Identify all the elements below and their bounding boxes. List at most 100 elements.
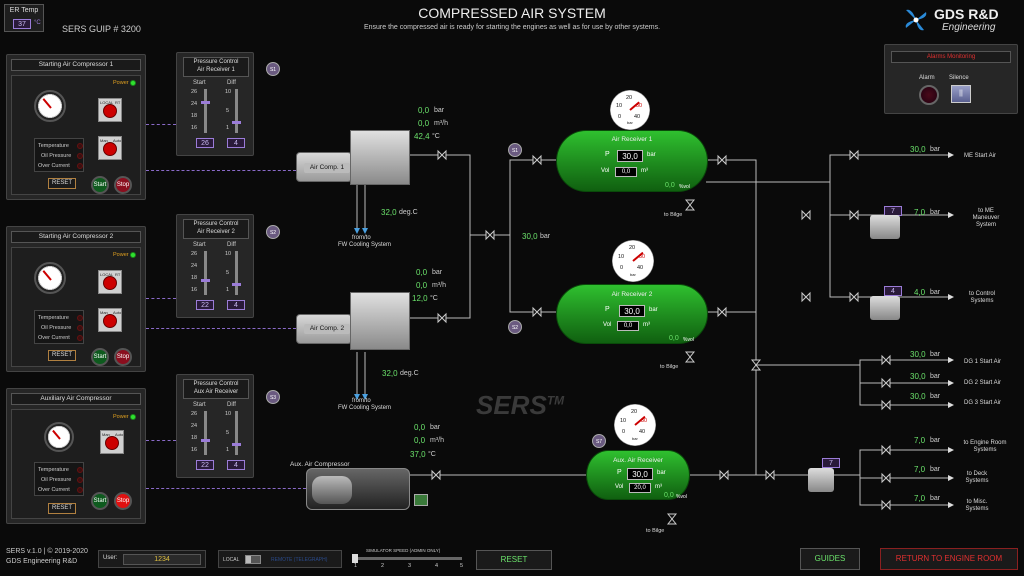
tick: 10 [225,89,232,95]
tick: 30 [641,418,648,424]
alarm-over-current: Over Current [38,335,70,341]
man-auto-switch[interactable]: Man Auto [98,308,122,332]
return-to-engine-room-button[interactable]: RETURN TO ENGINE ROOM [880,548,1018,570]
aux-air-receiver[interactable]: Aux. Air Receiver P 30,0 bar Vol 20,0 m³ [586,450,690,500]
start-button[interactable]: Start [91,176,109,194]
reducer-3 [808,468,834,492]
air-receiver-2[interactable]: Air Receiver 2 P 30,0 bar Vol 0,0 m³ 0,0… [556,284,708,344]
aux-flow: 0,0 [414,436,426,445]
power-gauge [44,422,74,452]
tick: 20 [626,95,633,101]
alarm-oil-pressure: Oil Pressure [41,325,72,331]
footer-company: GDS Engineering R&D [6,558,78,565]
remote-label: REMOTE (TELEGRAPH) [271,557,328,563]
sers-watermark: SERSTM [476,390,564,421]
out-er-value: 7,0 [914,436,926,445]
aux-comp-image-icon[interactable] [414,494,428,506]
reducer-1 [870,215,900,239]
start-button[interactable]: Start [91,348,109,366]
sim-tick: 3 [408,563,412,569]
out-dg1-label: DG 1 Start Air [964,359,1002,365]
pc-diff-slider[interactable] [232,251,241,295]
tick: 16 [191,125,198,131]
local-label: LOCAL [223,557,240,563]
stop-button[interactable]: Stop [114,492,132,510]
pc-title: Pressure Control Air Receiver 2 [183,219,249,239]
comp2-cooling: 32,0 [382,369,398,378]
reset-sim-button[interactable]: RESET [476,550,552,570]
air-receiver-1[interactable]: Air Receiver 1 P 30,0 bar Vol 0,0 m³ 0,0… [556,130,708,192]
page-title: COMPRESSED AIR SYSTEM [418,5,606,21]
user-input[interactable]: 1234 [123,554,201,565]
gauge-unit: bar [632,436,638,441]
connector-6 [146,170,296,171]
man-auto-switch[interactable]: Man Auto [100,430,124,454]
local-label: LOCAL [100,272,114,277]
local-remote-switch[interactable]: LOCAL RT [98,98,122,122]
pc-start-slider[interactable] [201,411,210,455]
out-dg2-value: 30,0 [910,372,926,381]
connector-2 [146,328,296,329]
pc-start-slider[interactable] [201,89,210,133]
pc-diff-value: 4 [227,460,245,470]
alarm-oil-pressure: Oil Pressure [41,477,72,483]
reset-button[interactable]: RESET [48,178,76,189]
out-control-unit: bar [930,289,941,296]
reset-button[interactable]: RESET [48,350,76,361]
silence-label: Silence [949,75,969,81]
start-button[interactable]: Start [91,492,109,510]
man-auto-switch[interactable]: Man Auto [98,136,122,160]
reducer-2-setpoint[interactable]: 4 [884,286,902,296]
pause-icon: || [959,90,963,97]
gauge-unit: bar [627,120,633,125]
connector-5 [146,298,176,299]
out-dg3-value: 30,0 [910,392,926,401]
receiver-name: Air Receiver 2 [611,291,653,298]
alarm-list: Temperature Oil Pressure Over Current [34,138,84,172]
reset-button[interactable]: RESET [48,503,76,514]
out-me-maneuver-value: 7,0 [914,208,926,217]
silence-button[interactable]: || [951,85,971,103]
pc-title-1: Pressure Control [193,221,239,227]
sim-tick: 4 [435,563,439,569]
pc-start-slider[interactable] [201,251,210,295]
stop-button[interactable]: Stop [114,176,132,194]
receiver-p-unit: bar [657,470,666,476]
compressor-2-panel: Starting Air Compressor 2 Power LOCAL RT… [6,226,146,372]
power-gauge [34,262,66,294]
pc-start-value: 22 [196,300,214,310]
sim-speed-label: SIMULATOR SPEED (ADMIN ONLY) [366,548,441,553]
sim-tick: 1 [354,563,358,569]
company-logo: GDS R&D Engineering [902,4,1020,36]
aux-bar: 0,0 [414,423,426,432]
alarm-label: Alarm [919,75,935,81]
pc-diff-slider[interactable] [232,411,241,455]
comp2-temp: 12,0 [412,294,428,303]
air-comp-2-head [350,292,410,350]
stop-button[interactable]: Stop [114,348,132,366]
local-remote-switch[interactable]: LOCAL RT [98,270,122,294]
tick: 16 [191,287,198,293]
pc-title-2: Air Receiver 2 [197,229,235,235]
power-label: Power [113,252,129,258]
tick: 5 [226,430,230,436]
out-misc-value: 7,0 [914,494,926,503]
mode-toggle[interactable] [245,555,261,564]
reducer-3-setpoint[interactable]: 7 [822,458,840,468]
alarm-over-current: Over Current [38,487,70,493]
pc-diff-slider[interactable] [232,89,241,133]
tick: 5 [226,270,230,276]
receiver-2-gauge: 20 10 30 0 40 bar [612,240,654,282]
sim-speed-slider[interactable] [352,554,462,563]
guides-button[interactable]: GUIDES [800,548,860,570]
air-comp-2-label: Air Comp. 2 [304,324,350,334]
tick: 0 [620,265,624,271]
tick: 40 [639,429,646,435]
pc-title-1: Pressure Control [193,59,239,65]
receiver-p-label: P [617,469,622,476]
comp2-cooling-unit: deg.C [400,370,419,377]
pc-diff-value: 4 [227,138,245,148]
aux-flow-unit: m³/h [430,437,444,444]
comp2-fw-system: FW Cooling System [338,405,392,411]
